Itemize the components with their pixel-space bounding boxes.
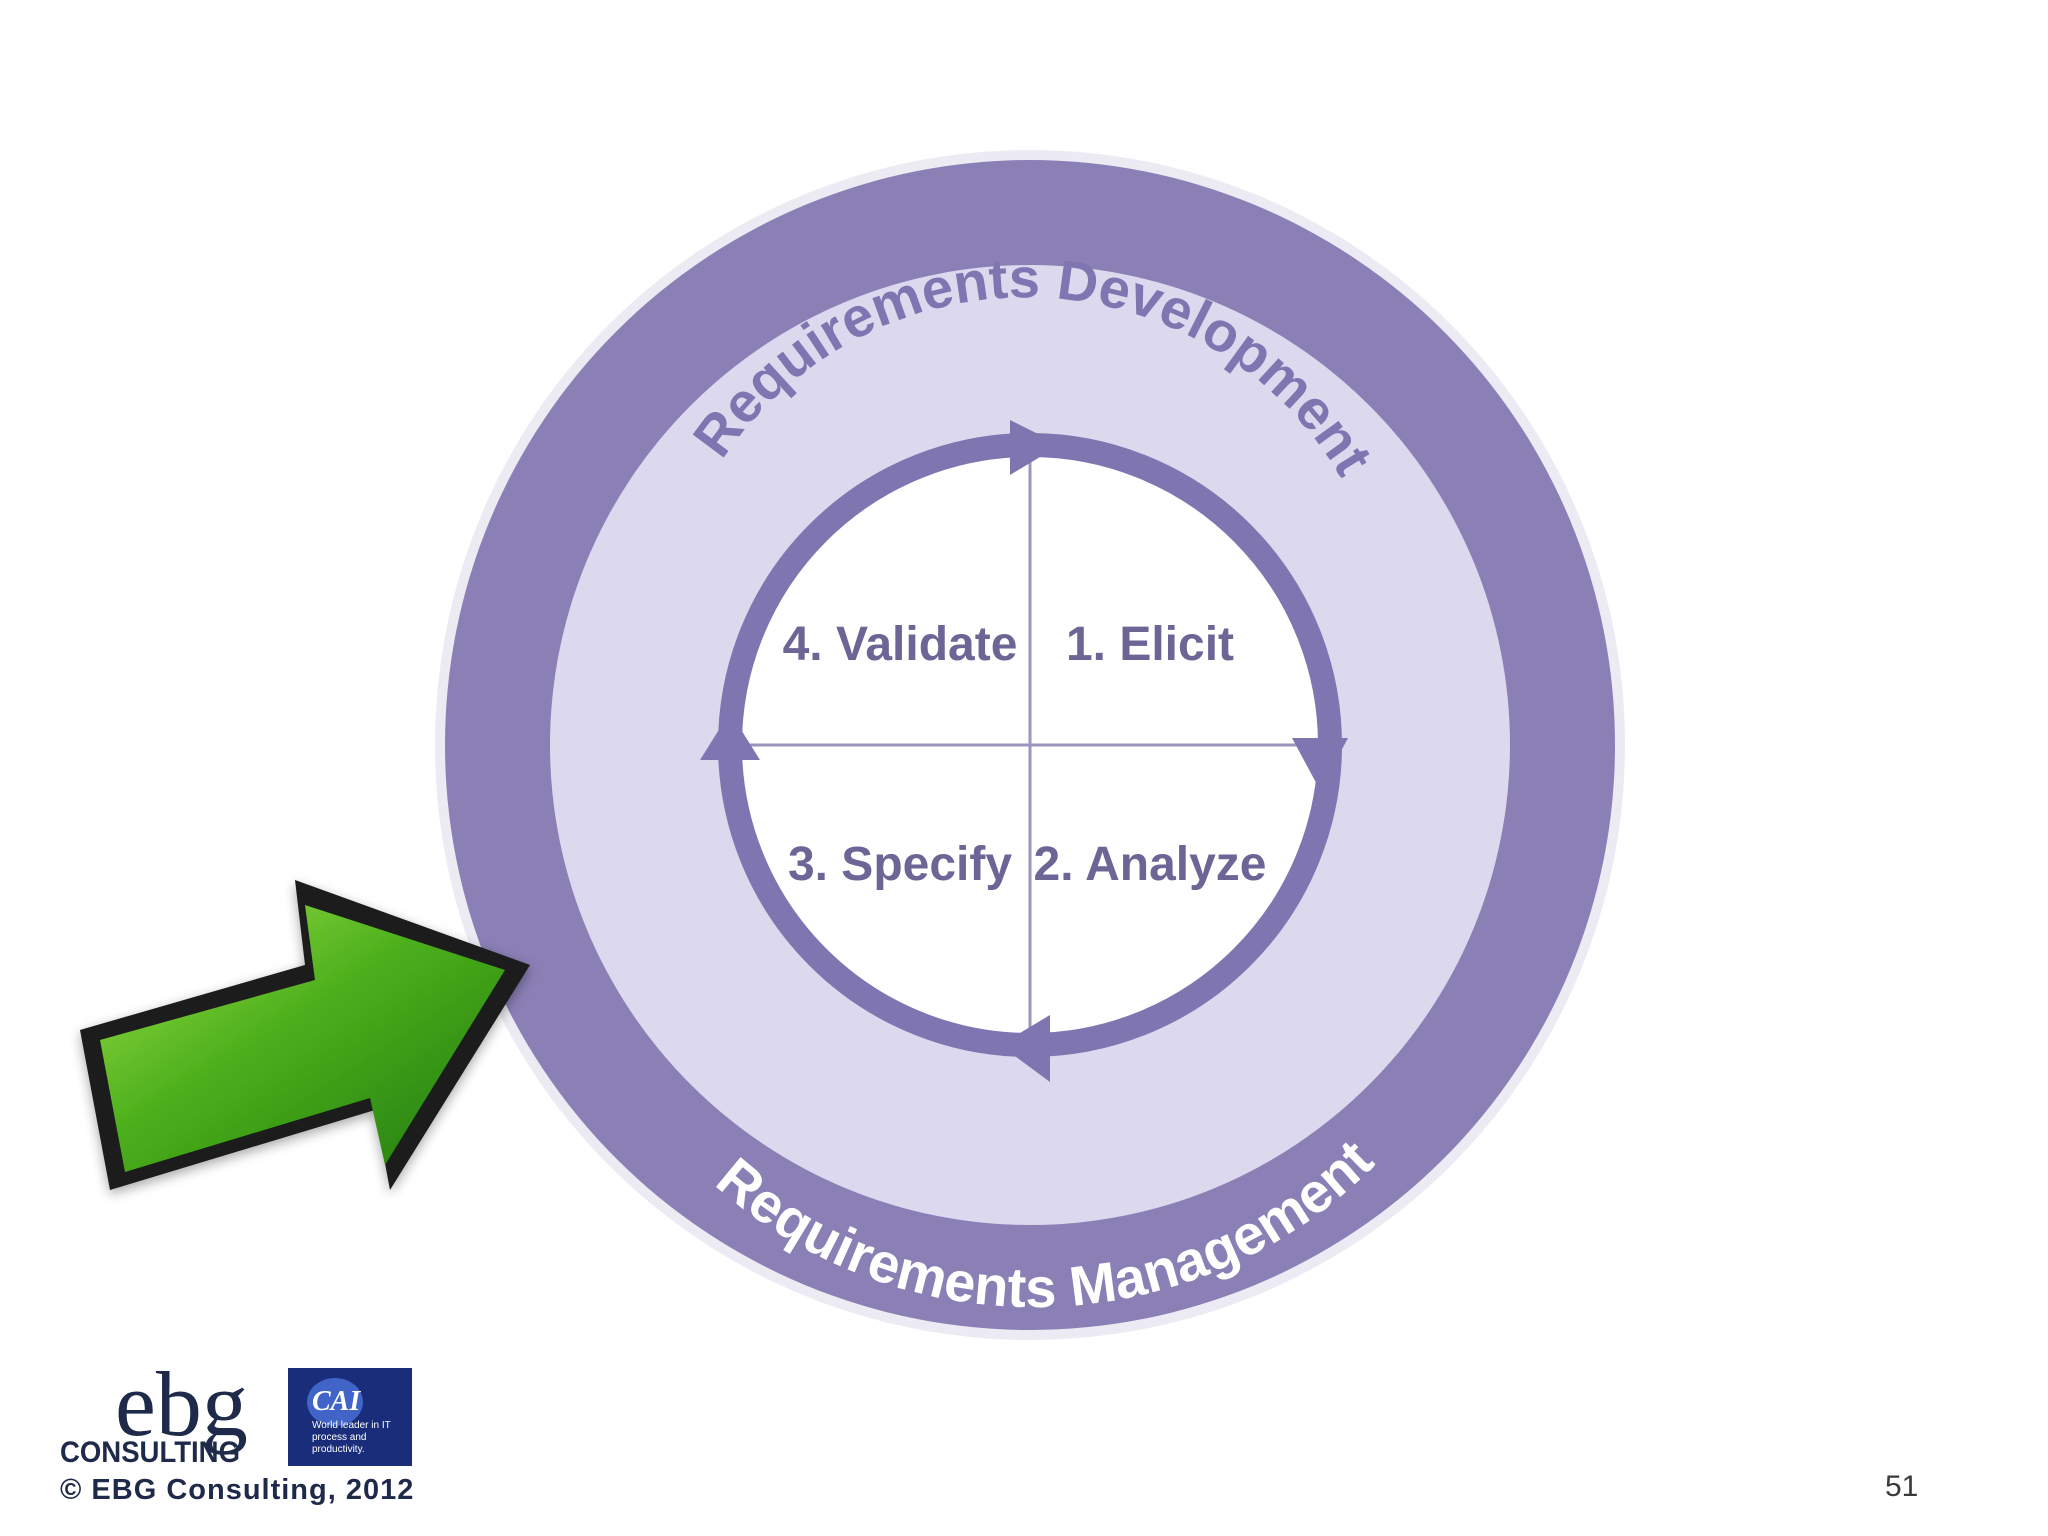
cai-logo-line2: process and (312, 1432, 366, 1443)
green-arrow-icon (80, 880, 530, 1190)
arrowhead-right (1292, 738, 1348, 790)
ebg-logo-subtitle: CONSULTING (60, 1436, 240, 1469)
quadrant-label-elicit: 1. Elicit (1066, 618, 1234, 671)
arrowhead-top (1010, 420, 1060, 475)
quadrant-label-validate: 4. Validate (783, 618, 1018, 671)
quadrant-label-specify: 3. Specify (788, 838, 1012, 891)
cai-logo-title: CAI (312, 1386, 361, 1417)
cai-logo: CAI World leader in IT process and produ… (288, 1368, 412, 1466)
footer-copyright: © EBG Consulting, 2012 (60, 1474, 415, 1506)
ebg-consulting-logo: ebg CONSULTING (60, 1353, 248, 1469)
page-number: 51 (1885, 1470, 1919, 1503)
quadrant-label-analyze: 2. Analyze (1034, 838, 1267, 891)
ebg-logo-mark: ebg (115, 1353, 248, 1455)
cai-logo-line3: productivity. (312, 1444, 365, 1455)
arrowhead-left (700, 712, 760, 760)
cai-logo-line1: World leader in IT (312, 1420, 391, 1431)
arrowhead-bottom (1000, 1015, 1050, 1082)
